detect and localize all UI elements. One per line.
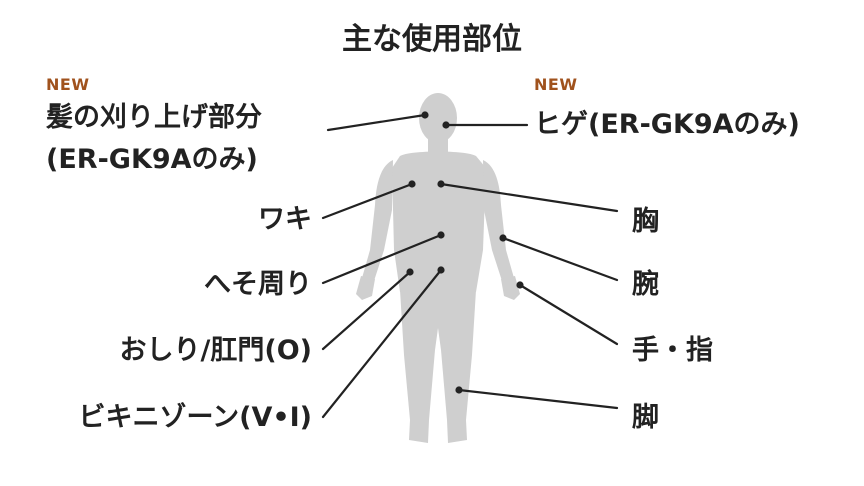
human-silhouette [356,93,520,443]
anchor-dots [406,111,524,394]
dot-buttocks [406,268,414,276]
diagram-title: 主な使用部位 [342,22,522,57]
line-hand [518,283,619,346]
dot-navel [437,231,445,239]
neck [428,138,448,156]
right-hand [501,276,520,300]
head [419,93,457,143]
dot-arm [499,234,507,242]
legs [400,290,476,443]
label-buttocks: おしり/肛門(O) [119,335,313,366]
dot-leg [455,386,463,394]
line-navel [321,233,443,285]
dot-chest [437,180,445,188]
line-buttocks [321,270,412,351]
line-bikini [321,268,443,419]
new-badge-left: NEW [46,75,90,94]
dot-hair [421,111,429,119]
left-arm [362,160,393,281]
label-hair-line1: 髪の刈り上げ部分 [46,102,262,133]
new-badge-right: NEW [534,75,578,94]
label-armpit: ワキ [258,204,312,235]
right-arm [483,160,514,281]
line-arm [501,236,619,282]
label-arm: 腕 [632,269,659,300]
label-bikini: ビキニゾーン(V•I) [78,402,312,433]
leader-lines [321,113,619,419]
line-leg [457,388,619,410]
left-hand [356,276,375,300]
line-chest [439,182,619,213]
label-chest: 胸 [632,206,659,237]
label-leg: 脚 [632,402,659,433]
line-hair [326,113,427,132]
dot-hand [516,281,524,289]
label-navel: へそ周り [204,269,312,300]
label-hair-line2: (ER-GK9Aのみ) [46,144,258,175]
label-hand: 手・指 [632,335,713,366]
dot-beard [442,121,450,129]
dot-bikini [437,266,445,274]
line-armpit [321,182,414,220]
dot-armpit [408,180,416,188]
label-beard: ヒゲ(ER-GK9Aのみ) [534,109,800,140]
